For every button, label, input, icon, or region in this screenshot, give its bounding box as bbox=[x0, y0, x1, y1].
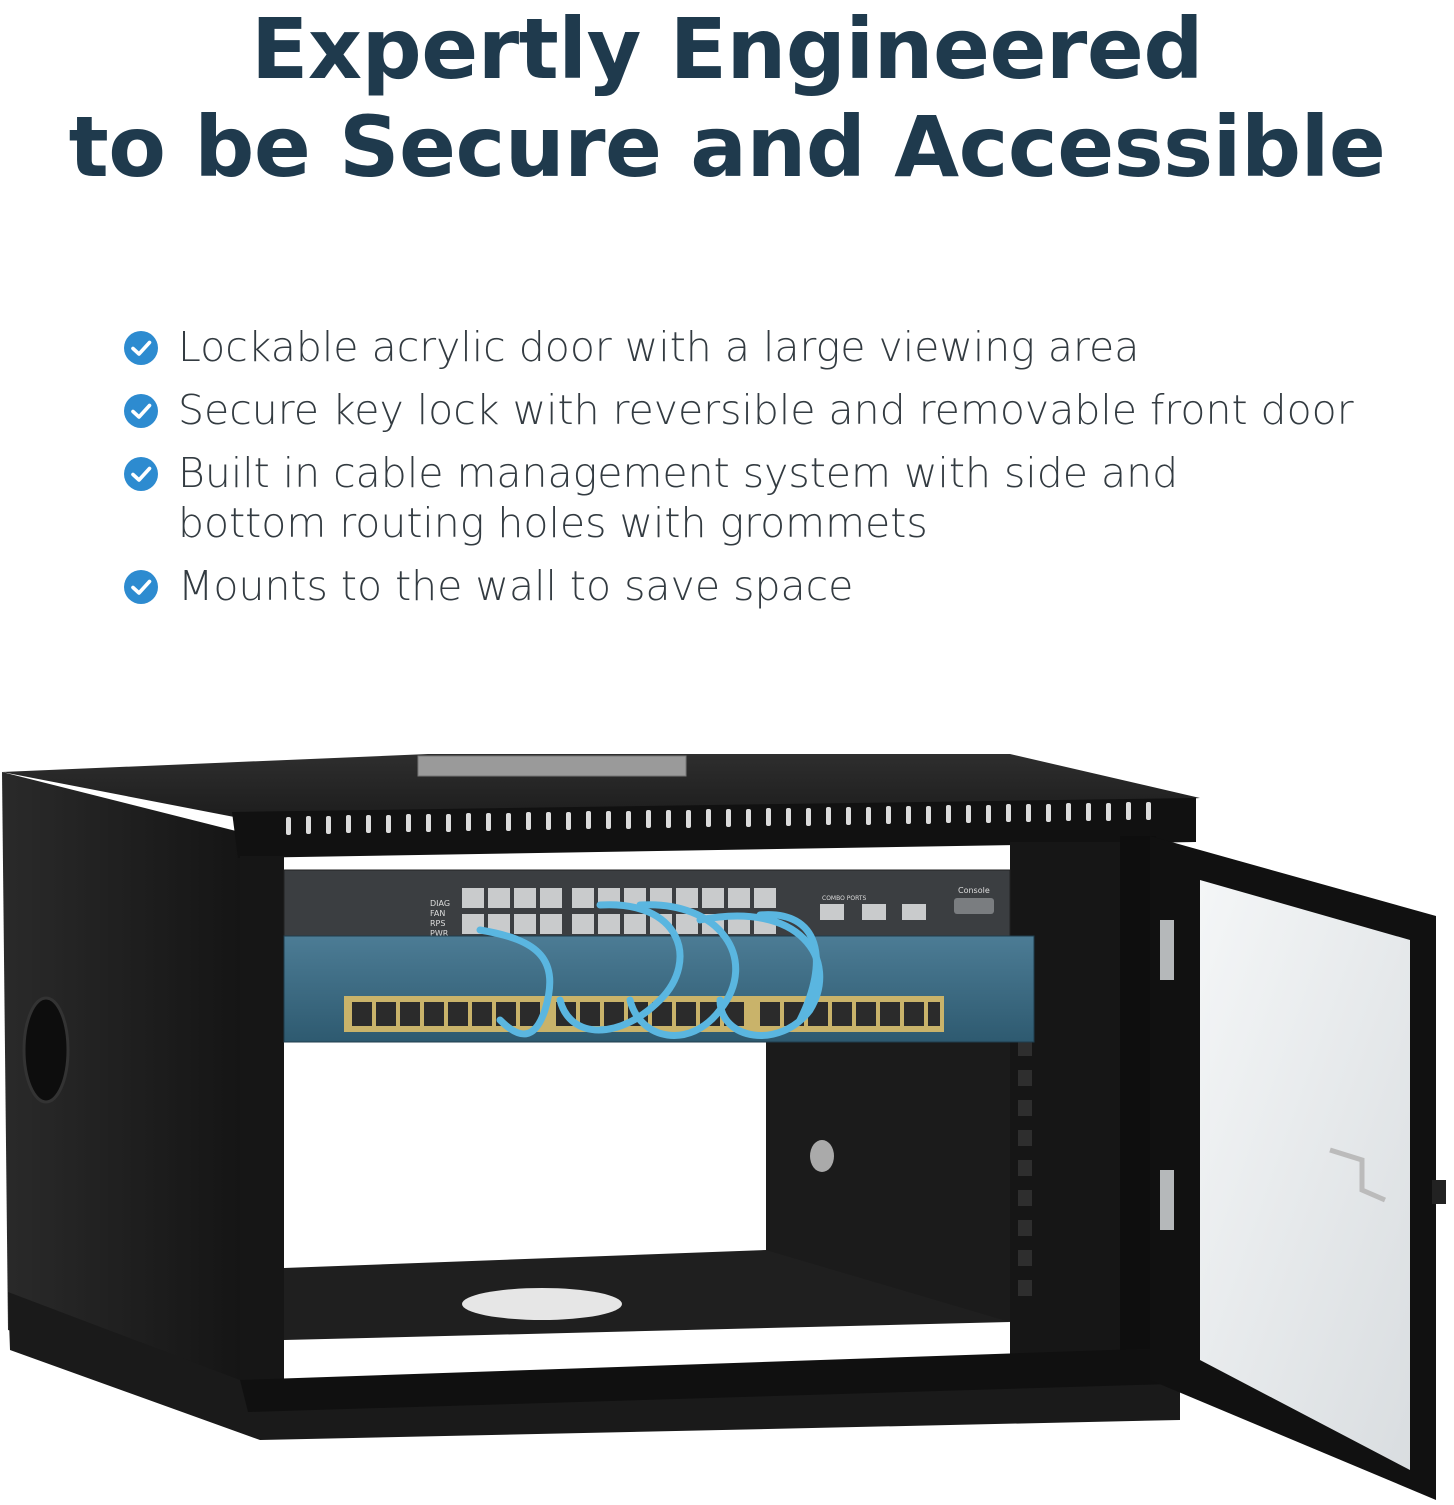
cabinet-frame-left bbox=[240, 856, 284, 1392]
vent-slots bbox=[286, 802, 1151, 835]
door-lock-handle bbox=[1329, 1147, 1386, 1203]
cabinet-left-side bbox=[2, 772, 240, 1392]
top-vent-plate bbox=[417, 755, 687, 777]
front-vent-bar bbox=[232, 798, 1196, 858]
interior-knob bbox=[810, 1140, 834, 1172]
console-port bbox=[954, 898, 994, 914]
check-circle-icon bbox=[124, 457, 158, 491]
feature-item: Built in cable management system with si… bbox=[124, 448, 1318, 548]
server-cabinet-icon: Console COMBO PORTS DIAG FAN RPS PWR bbox=[2, 754, 1446, 1500]
check-circle-icon bbox=[124, 394, 158, 428]
check-circle-icon bbox=[124, 570, 158, 604]
status-label: FAN bbox=[430, 909, 445, 918]
page-headline: Expertly Engineered to be Secure and Acc… bbox=[0, 0, 1454, 196]
door-acrylic-window bbox=[1200, 880, 1410, 1470]
status-label: DIAG bbox=[430, 899, 450, 908]
rack-rail bbox=[1018, 1040, 1032, 1296]
interior-floor bbox=[284, 1250, 1010, 1340]
combo-ports-label: COMBO PORTS bbox=[822, 895, 866, 902]
headline-line-2: to be Secure and Accessible bbox=[68, 98, 1386, 196]
feature-item: Mounts to the wall to save space bbox=[124, 561, 1404, 611]
feature-text: Secure key lock with reversible and remo… bbox=[178, 386, 1354, 434]
status-label: PWR bbox=[430, 929, 449, 938]
feature-list: Lockable acrylic door with a large viewi… bbox=[124, 322, 1404, 624]
console-label: Console bbox=[958, 886, 990, 895]
headline-line-1: Expertly Engineered bbox=[251, 0, 1203, 98]
server-cabinet-illustration: Console COMBO PORTS DIAG FAN RPS PWR bbox=[0, 740, 1454, 1500]
patch-cables bbox=[476, 901, 824, 1039]
side-grommet bbox=[22, 996, 70, 1104]
check-circle-icon bbox=[124, 331, 158, 365]
feature-text: Lockable acrylic door with a large viewi… bbox=[178, 323, 1140, 371]
feature-item: Secure key lock with reversible and remo… bbox=[124, 385, 1404, 435]
feature-item: Lockable acrylic door with a large viewi… bbox=[124, 322, 1404, 372]
feature-text: Built in cable management system with si… bbox=[178, 449, 1179, 547]
floor-grommet bbox=[462, 1288, 622, 1320]
base-front bbox=[240, 1348, 1170, 1412]
door-lock bbox=[1432, 1180, 1446, 1204]
status-label: RPS bbox=[430, 919, 445, 928]
feature-text: Mounts to the wall to save space bbox=[178, 562, 854, 610]
interior-right-wall bbox=[766, 1030, 1010, 1322]
door-hinges bbox=[1160, 920, 1174, 1230]
